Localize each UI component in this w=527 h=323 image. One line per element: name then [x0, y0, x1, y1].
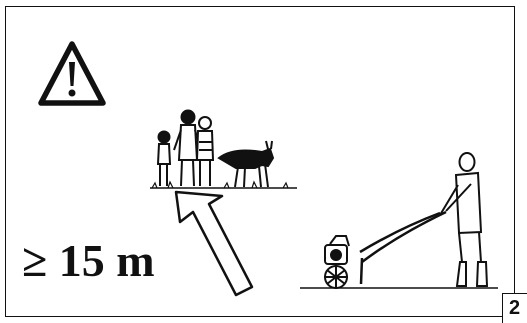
outline-arrow-icon	[174, 190, 254, 297]
people-and-goat-icon	[150, 109, 297, 189]
figure-number: 2	[502, 293, 527, 323]
minimum-distance-label: ≥ 15 m	[22, 235, 155, 286]
warning-triangle-icon	[38, 41, 106, 106]
person-operating-tiller-icon	[300, 152, 498, 289]
